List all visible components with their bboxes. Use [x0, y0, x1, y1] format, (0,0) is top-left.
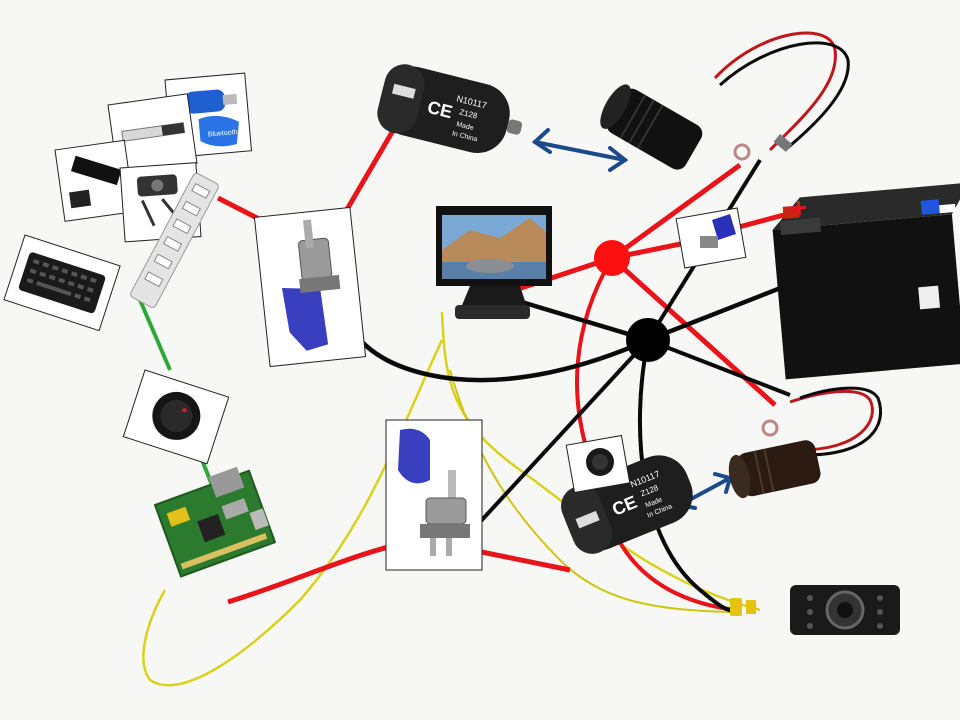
push-button-icon [565, 434, 631, 494]
mini-keyboard-icon [3, 234, 121, 332]
toggle-switch-icon [675, 207, 747, 269]
wires [138, 31, 891, 687]
signal-wire-hub-to-rocker [138, 299, 172, 371]
usb-flash-drive-icon [107, 93, 198, 175]
positive-wire-junction-to-socket-top [610, 162, 742, 261]
rocker-switch-icon [122, 369, 230, 465]
ground-wire-junction-to-camera [637, 339, 741, 614]
arrow-charger-socket-top [531, 128, 629, 172]
spade-terminal-top [773, 134, 793, 152]
bluetooth-label: Bluetooth [208, 129, 238, 139]
ground-wire-junction-to-socket-right [647, 338, 791, 397]
car-battery-icon: + [772, 182, 960, 380]
usb-wifi-dongle-icon [54, 139, 135, 222]
ring-terminal-right [761, 419, 779, 437]
charger-top-label-3: Made [456, 121, 475, 132]
ground-wire-junction-to-toggle [466, 338, 650, 537]
ground-wire-monitor-to-junction [514, 297, 649, 343]
toggle-switch-icon [385, 419, 483, 571]
charger-top-label-2: Z128 [458, 107, 478, 120]
cigarette-socket-icon [728, 440, 821, 499]
positive-junction [594, 240, 630, 276]
battery-plus-sign: + [789, 192, 808, 224]
socket-top-red-lead [713, 31, 837, 152]
backup-camera-icon [730, 585, 900, 635]
socket-right-red-lead [789, 389, 874, 452]
usb-hub-icon [130, 172, 219, 308]
ground-wire-socket-right-lead [799, 386, 883, 457]
ring-terminal-top [733, 143, 751, 161]
usb-car-charger-icon: CE N10117 Z128 Made In China [377, 64, 523, 154]
lcd-monitor-icon [436, 206, 552, 319]
ground-junction [626, 318, 670, 362]
raspberry-pi-icon [153, 466, 277, 578]
ground-wire-socket-top-lead [718, 41, 850, 152]
usb-peripherals: Bluetooth [3, 72, 253, 332]
cigarette-socket-icon [600, 84, 703, 170]
toggle-switch-icon [253, 206, 367, 368]
